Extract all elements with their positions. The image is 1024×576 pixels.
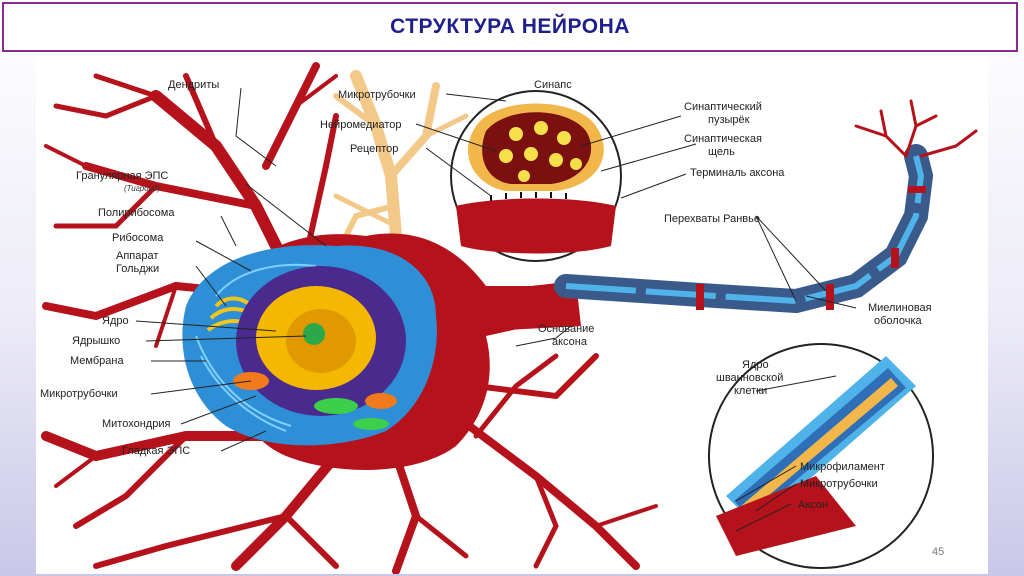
neuron-diagram: Дендриты Гранулярная ЭПС (Тигроид) Полир… <box>36 56 988 574</box>
label-ribosome: Рибосома <box>112 232 164 244</box>
label-golgi-2: Гольджи <box>116 263 159 275</box>
label-receptor: Рецептор <box>350 143 398 155</box>
label-smooth-er: Гладкая ЭПС <box>122 445 190 457</box>
label-schwann-3: клетки <box>734 385 767 397</box>
label-synapse: Синапс <box>534 79 572 91</box>
mitochondrion <box>365 393 397 409</box>
pale-dendrite <box>333 70 469 259</box>
dendrites-red <box>41 62 658 574</box>
label-synaptic-vesicle-1: Синаптический <box>684 101 762 113</box>
label-nucleus: Ядро <box>102 315 129 327</box>
label-microtubules-left: Микротрубочки <box>40 388 118 400</box>
label-membrane: Мембрана <box>70 355 124 367</box>
label-neurotransmitter: Нейромедиатор <box>320 119 401 131</box>
label-dendrites: Дендриты <box>168 79 219 91</box>
label-synaptic-cleft-2: щель <box>708 146 735 158</box>
label-granular-er-sub: (Тигроид) <box>124 184 160 193</box>
label-schwann-1: Ядро <box>742 359 769 371</box>
label-schwann-2: шванновской <box>716 372 783 384</box>
label-granular-er: Гранулярная ЭПС <box>76 170 168 182</box>
label-polyribosome: Полирибосома <box>98 207 175 219</box>
label-myelin-2: оболочка <box>874 315 922 327</box>
label-synaptic-vesicle-2: пузырёк <box>708 114 750 126</box>
granular-er <box>195 263 317 432</box>
page-number: 45 <box>932 546 945 558</box>
label-synaptic-cleft-1: Синаптическая <box>684 133 762 145</box>
leader-lines <box>135 87 857 532</box>
nodes-of-ranvier <box>696 186 926 310</box>
label-myelin-1: Миелиновая <box>868 302 932 314</box>
axon-terminal <box>854 99 978 158</box>
label-microfilament: Микрофиламент <box>800 461 885 473</box>
smooth-er-green <box>314 398 389 430</box>
title-bar: СТРУКТУРА НЕЙРОНА <box>2 2 1018 52</box>
label-golgi-1: Аппарат <box>116 250 158 262</box>
axon-myelin-highlight <box>565 155 925 305</box>
label-mitochondria: Митохондрия <box>102 418 170 430</box>
nucleolus <box>303 323 325 345</box>
label-axon: Аксон <box>798 499 828 511</box>
slide-title: СТРУКТУРА НЕЙРОНА <box>390 15 630 38</box>
synapse-inset <box>450 90 622 262</box>
label-microtubules-synapse: Микротрубочки <box>338 89 416 101</box>
axon-cross-section-inset <box>708 343 934 569</box>
label-microtubules-axon: Микротрубочки <box>800 478 878 490</box>
label-nucleolus: Ядрышко <box>72 335 120 347</box>
label-nodes-ranvier: Перехваты Ранвье <box>664 213 760 225</box>
label-axon-terminal: Терминаль аксона <box>690 167 785 179</box>
label-axon-base-1: Основание <box>538 323 594 335</box>
label-axon-base-2: аксона <box>552 336 588 348</box>
